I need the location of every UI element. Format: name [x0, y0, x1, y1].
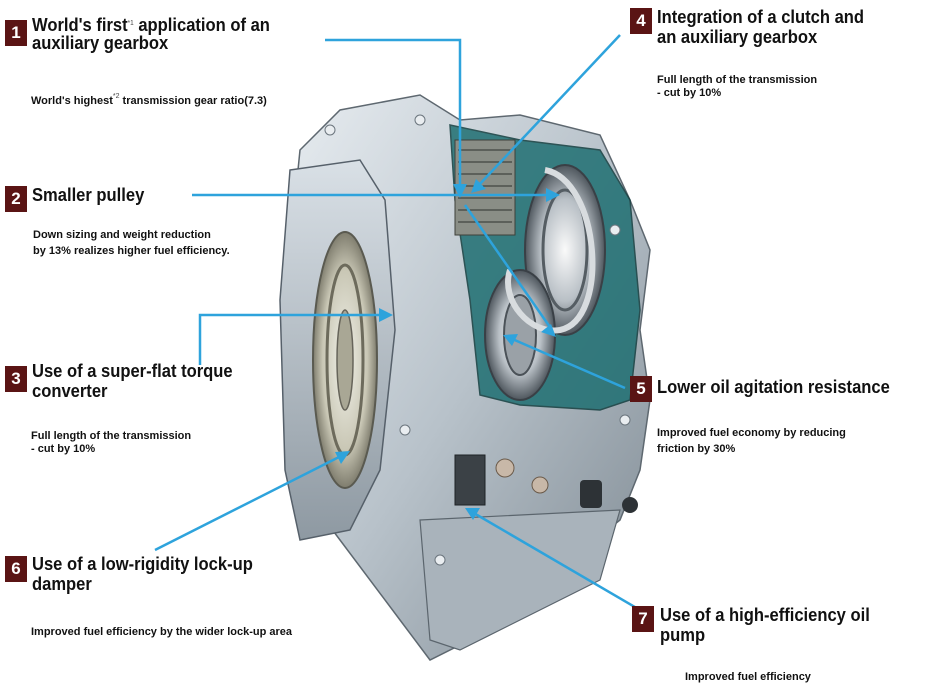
callout-number-badge: 1 [5, 20, 27, 46]
callout-title-line2: pump [660, 625, 706, 645]
callout-title: Integration of a clutch and [657, 7, 865, 27]
callout-number-badge: 7 [632, 606, 654, 632]
callout-title-line2: damper [32, 574, 92, 594]
callout-description-line1: Full length of the transmission [657, 74, 818, 86]
callout-description: Improved fuel efficiency [685, 671, 811, 683]
callout-number-badge: 3 [5, 366, 27, 392]
callout-title: Use of a high-efficiency oil [660, 605, 870, 625]
callout-description-line2: by 13% realizes higher fuel efficiency. [33, 245, 230, 257]
callout-title: Use of a low-rigidity lock-up [32, 554, 253, 574]
oil-pan [419, 509, 621, 651]
callout-description-line2: friction by 30% [657, 443, 736, 455]
callout-title: Use of a super-flat torque [32, 361, 233, 381]
callout-title: Lower oil agitation resistance [657, 377, 890, 397]
callout-number-badge: 2 [5, 186, 27, 212]
callout-title-line2: auxiliary gearbox [32, 33, 169, 53]
leader-arrowheads [335, 179, 560, 520]
callout-title: Smaller pulley [32, 185, 145, 205]
callout-description-line2: - cut by 10% [31, 443, 96, 455]
callout-description-line2: - cut by 10% [657, 87, 722, 99]
callout-description: Improved fuel efficiency by the wider lo… [31, 626, 293, 638]
callout-description-line1: Full length of the transmission [31, 430, 192, 442]
callout-title-line2: converter [32, 381, 108, 401]
leader-lines [154, 34, 641, 612]
callout-number-badge: 6 [5, 556, 27, 582]
callout-description-line1: Improved fuel economy by reducing [657, 427, 846, 439]
callout-title-line2: an auxiliary gearbox [657, 27, 818, 47]
callout-title: World's first*1 application of an [32, 15, 270, 35]
callout-number-badge: 5 [630, 376, 652, 402]
callout-description: World's highest*2 transmission gear rati… [31, 93, 267, 107]
cvt-belt [505, 167, 596, 334]
callout-description-line1: Down sizing and weight reduction [33, 229, 211, 241]
callout-number-badge: 4 [630, 8, 652, 34]
